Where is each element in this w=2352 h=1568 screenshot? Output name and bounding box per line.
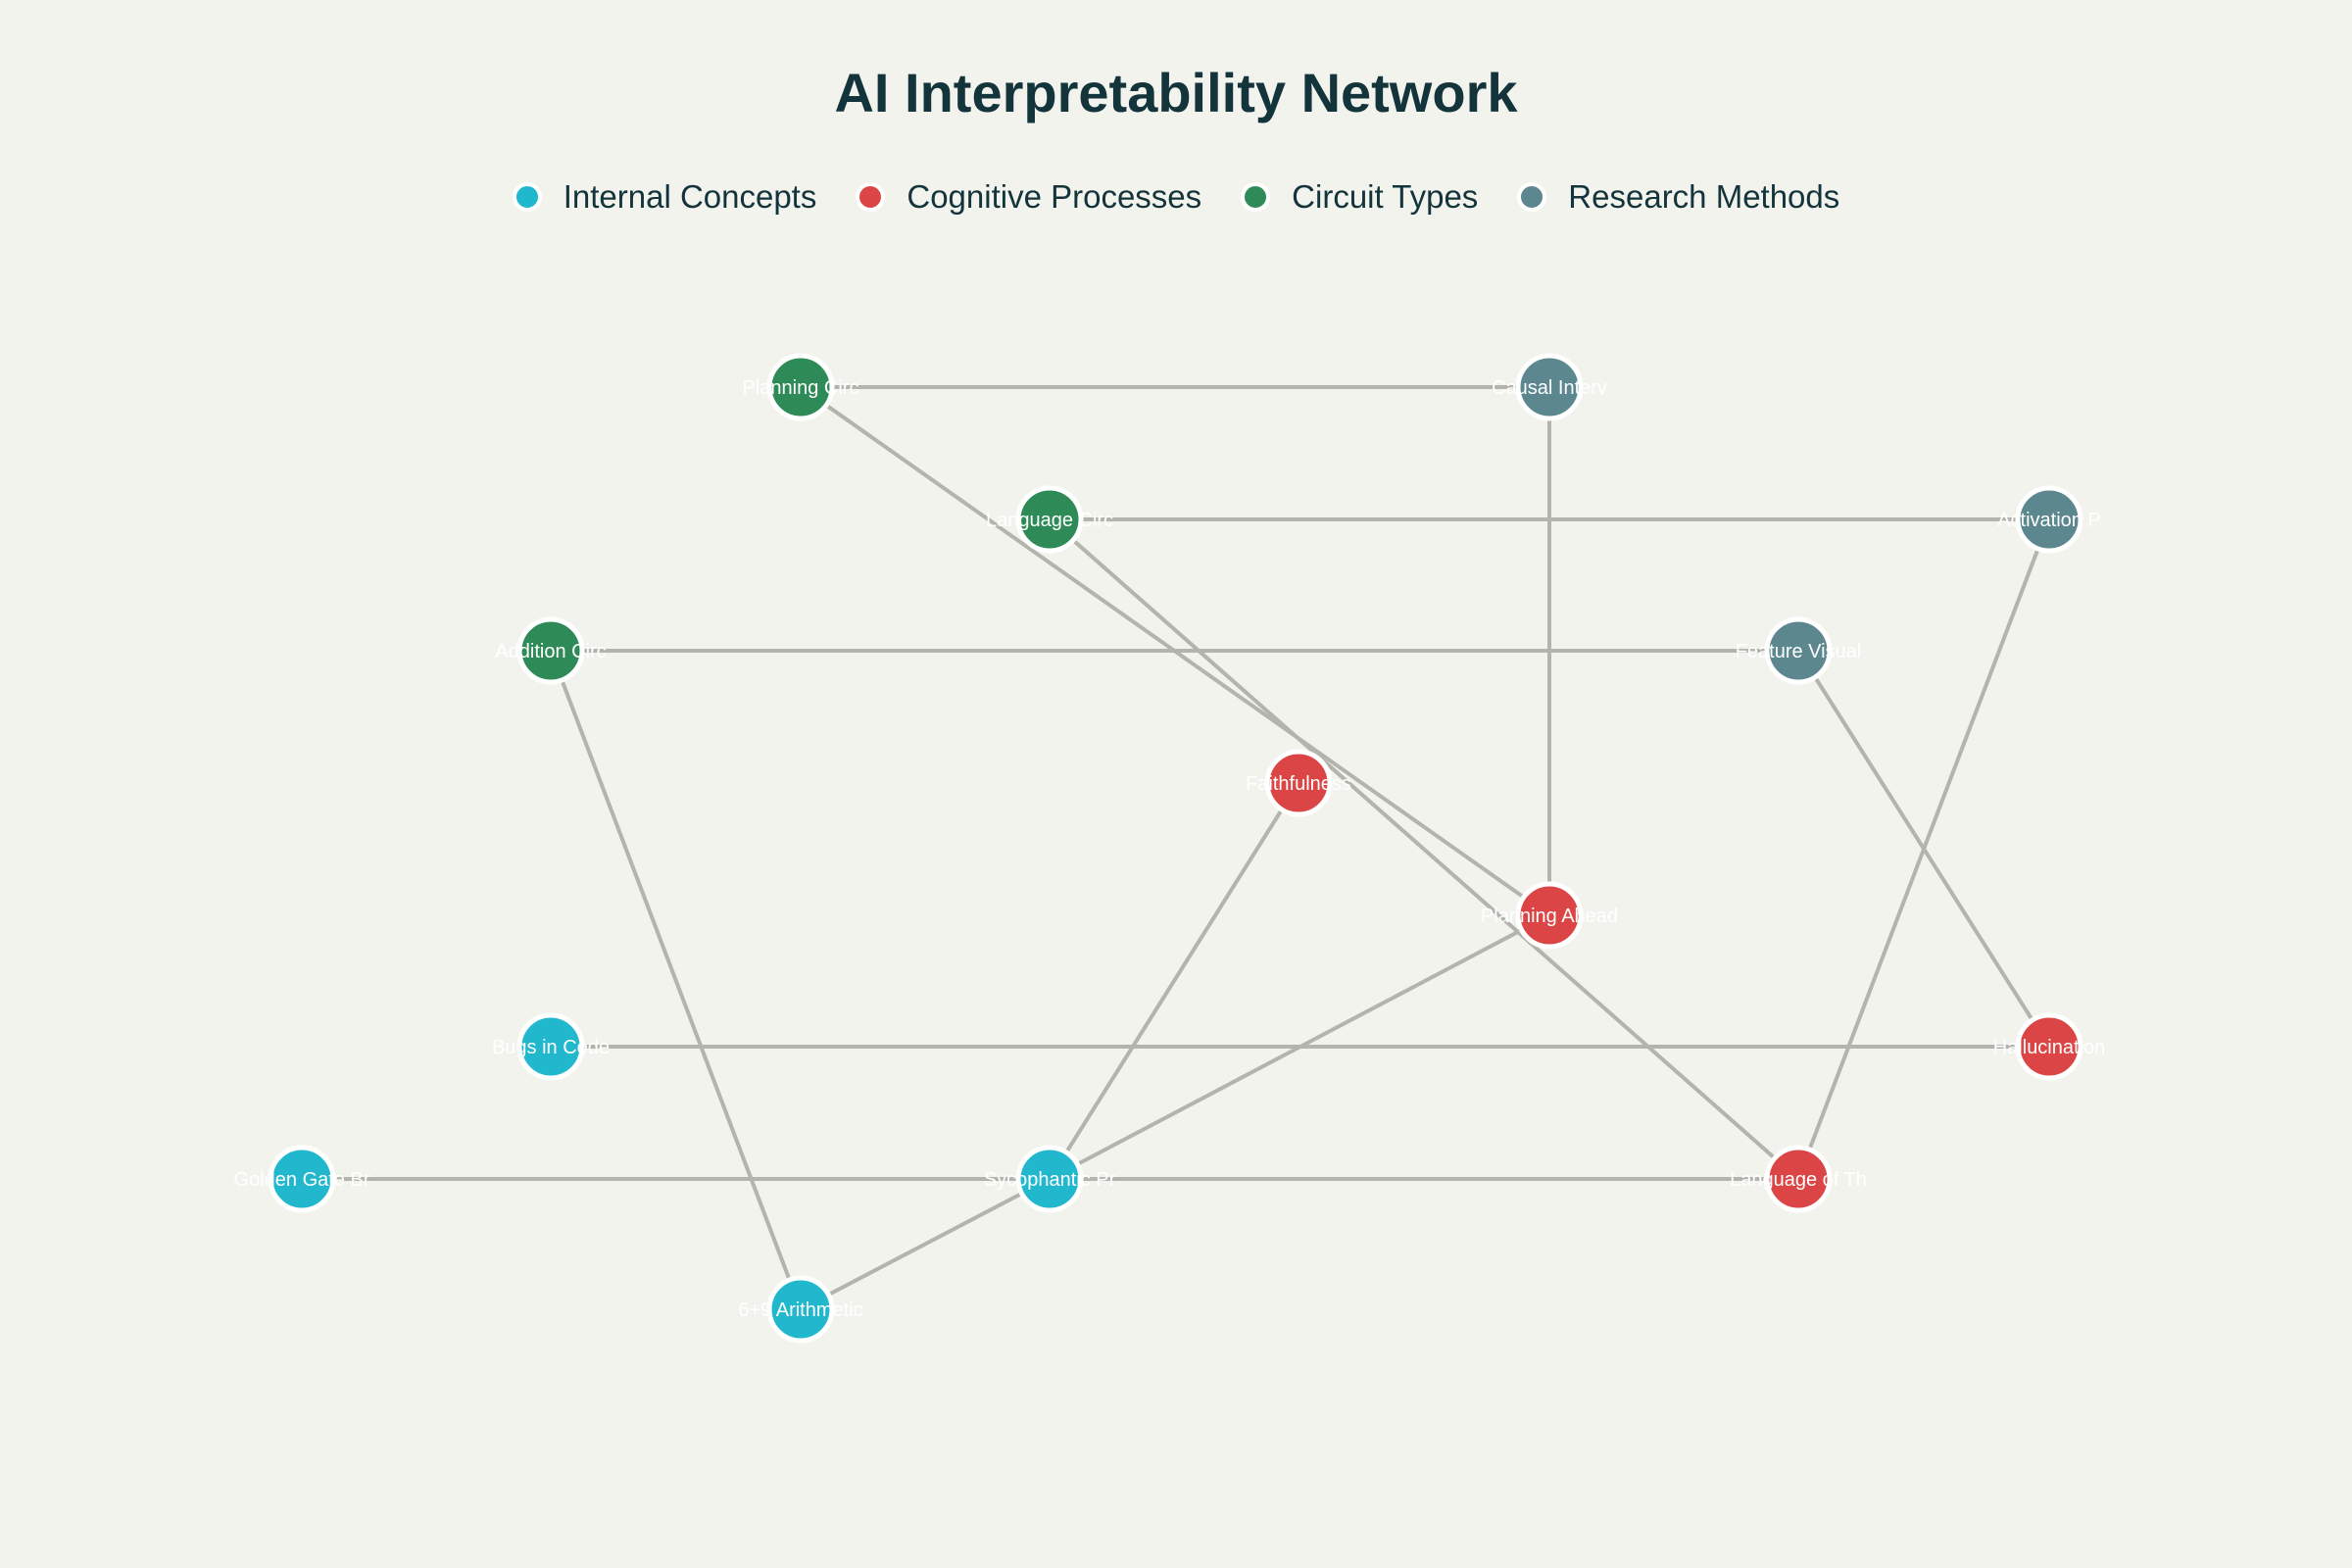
node-language-of-th[interactable]: Language of Th — [1730, 1145, 1867, 1213]
node-circle[interactable] — [516, 616, 585, 685]
node-circle[interactable] — [2015, 485, 2083, 554]
legend-dot-icon — [512, 182, 542, 212]
node-arithmetic[interactable]: 6+9 Arithmetic — [738, 1275, 863, 1344]
legend-item[interactable]: Cognitive Processes — [856, 178, 1201, 216]
node-label: Bugs in Code — [492, 1037, 610, 1058]
node-addition-circ[interactable]: Addition Circ — [495, 616, 607, 685]
edge-addition-circ-arithmetic — [549, 650, 803, 1310]
edge-sycophantic-arithmetic — [800, 1177, 1051, 1311]
node-circle[interactable] — [1264, 749, 1333, 817]
node-sycophantic[interactable]: Sycophantic Pr — [984, 1145, 1116, 1213]
legend-item[interactable]: Circuit Types — [1241, 178, 1478, 216]
node-circle[interactable] — [766, 353, 835, 421]
legend: Internal Concepts Cognitive Processes Circ… — [0, 178, 2352, 216]
node-faithfulness[interactable]: Faithfulness — [1246, 749, 1351, 817]
node-label: Language Circ — [986, 510, 1113, 531]
legend-item[interactable]: Internal Concepts — [512, 178, 817, 216]
legend-label: Cognitive Processes — [906, 178, 1202, 215]
node-circle[interactable] — [1764, 616, 1833, 685]
edge-faithfulness-sycophantic — [1048, 781, 1300, 1181]
node-label: Feature Visual — [1736, 641, 1862, 662]
node-label: Sycophantic Pr — [984, 1169, 1116, 1191]
node-hallucination[interactable]: Hallucination — [1993, 1012, 2106, 1081]
node-planning-ahead[interactable]: Planning Ahead — [1481, 881, 1618, 950]
node-label: Addition Circ — [495, 641, 606, 662]
node-planning-circ[interactable]: Planning Circ — [743, 353, 859, 421]
edges-layer — [302, 385, 2051, 1311]
node-label: Hallucination — [1993, 1037, 2106, 1058]
node-causal-interv[interactable]: Causal Interv — [1492, 353, 1607, 421]
node-golden-gate[interactable]: Golden Gate Br — [234, 1145, 370, 1213]
node-circle[interactable] — [1015, 1145, 1084, 1213]
legend-dot-icon — [1241, 182, 1271, 212]
node-label: Planning Ahead — [1481, 906, 1618, 927]
node-feature-visual[interactable]: Feature Visual — [1736, 616, 1862, 685]
node-circle[interactable] — [1015, 485, 1084, 554]
node-circle[interactable] — [766, 1275, 835, 1344]
node-circle[interactable] — [1764, 1145, 1833, 1213]
node-label: 6+9 Arithmetic — [738, 1299, 862, 1321]
legend-dot-icon — [856, 182, 886, 212]
chart-title: AI Interpretability Network — [834, 62, 1518, 123]
legend-label: Research Methods — [1568, 178, 1840, 215]
node-label: Faithfulness — [1246, 773, 1351, 795]
node-circle[interactable] — [268, 1145, 336, 1213]
node-label: Activation P — [1997, 510, 2101, 531]
node-bugs-in-code[interactable]: Bugs in Code — [492, 1012, 610, 1081]
node-label: Language of Th — [1730, 1169, 1867, 1191]
node-circle[interactable] — [2015, 1012, 2083, 1081]
legend-dot-icon — [1517, 182, 1547, 212]
legend-label: Internal Concepts — [563, 178, 817, 215]
node-label: Planning Circ — [743, 377, 859, 399]
node-activation-p[interactable]: Activation P — [1997, 485, 2101, 554]
node-circle[interactable] — [516, 1012, 585, 1081]
legend-item[interactable]: Research Methods — [1517, 178, 1839, 216]
node-label: Golden Gate Br — [234, 1169, 370, 1191]
node-circle[interactable] — [1515, 353, 1584, 421]
edge-feature-visual-hallucination — [1796, 649, 2051, 1049]
edge-language-circ-language-of-th — [1048, 517, 1800, 1181]
node-circle[interactable] — [1515, 881, 1584, 950]
node-label: Causal Interv — [1492, 377, 1607, 399]
legend-label: Circuit Types — [1292, 178, 1479, 215]
node-language-circ[interactable]: Language Circ — [986, 485, 1113, 554]
